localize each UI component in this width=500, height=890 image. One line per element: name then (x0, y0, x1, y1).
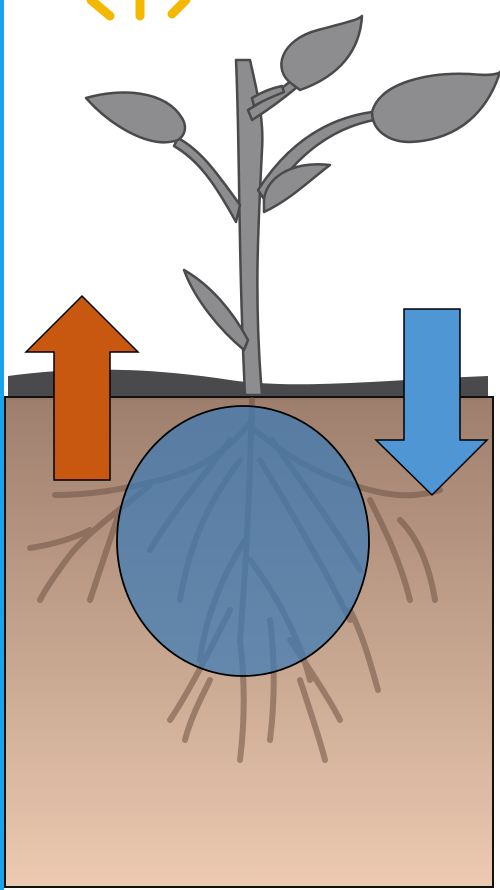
rhizosphere-circle (117, 406, 369, 676)
sun-icon (91, 0, 186, 16)
